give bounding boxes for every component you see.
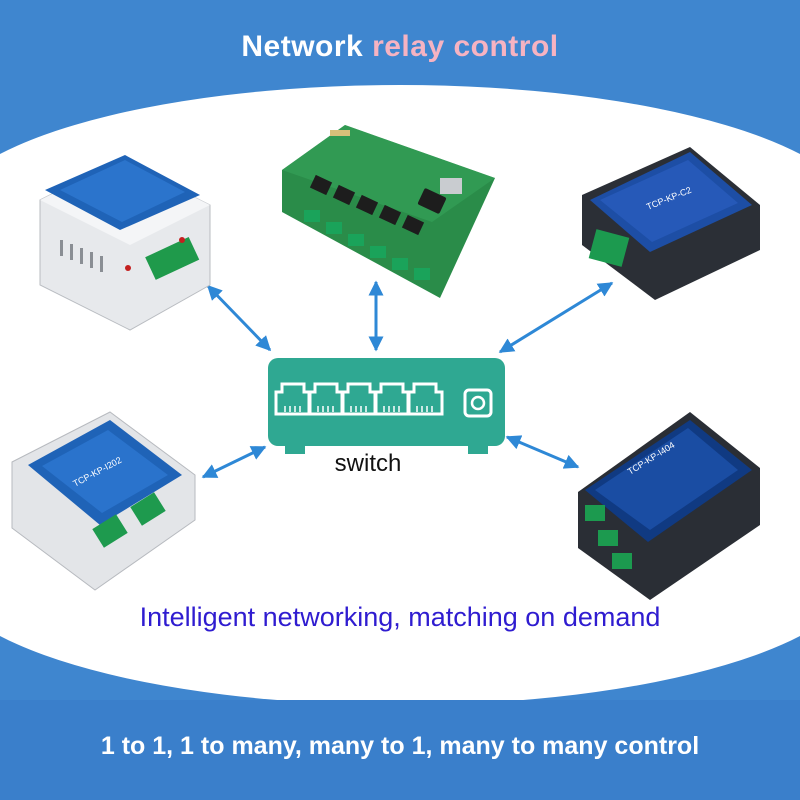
bottom-band: [0, 700, 800, 800]
relay-module-din-white: [39, 155, 211, 331]
arrow-bottom-left: [201, 445, 267, 479]
arrow-top-left: [206, 284, 272, 352]
switch-label: switch: [334, 450, 402, 477]
relay-module-tcp-kp-i404: TCP-KP-I404: [578, 412, 760, 600]
arrow-top-right: [498, 281, 614, 354]
title-part-relay-control: relay control: [372, 30, 559, 63]
connection-arrows: [201, 280, 614, 479]
footer-text: 1 to 1, 1 to many, many to 1, many to ma…: [100, 732, 700, 760]
switch-icon: [268, 358, 505, 454]
relay-board-8ch: [282, 125, 495, 298]
page-title: Network relay control: [0, 30, 800, 64]
caption: Intelligent networking, matching on dema…: [139, 602, 661, 632]
title-part-network: Network: [241, 30, 364, 63]
arrow-bottom-right: [505, 435, 580, 469]
relay-module-tcp-kp-i202: TCP-KP-I202: [11, 411, 196, 591]
relay-module-tcp-kp-c2: TCP-KP-C2: [582, 147, 760, 300]
